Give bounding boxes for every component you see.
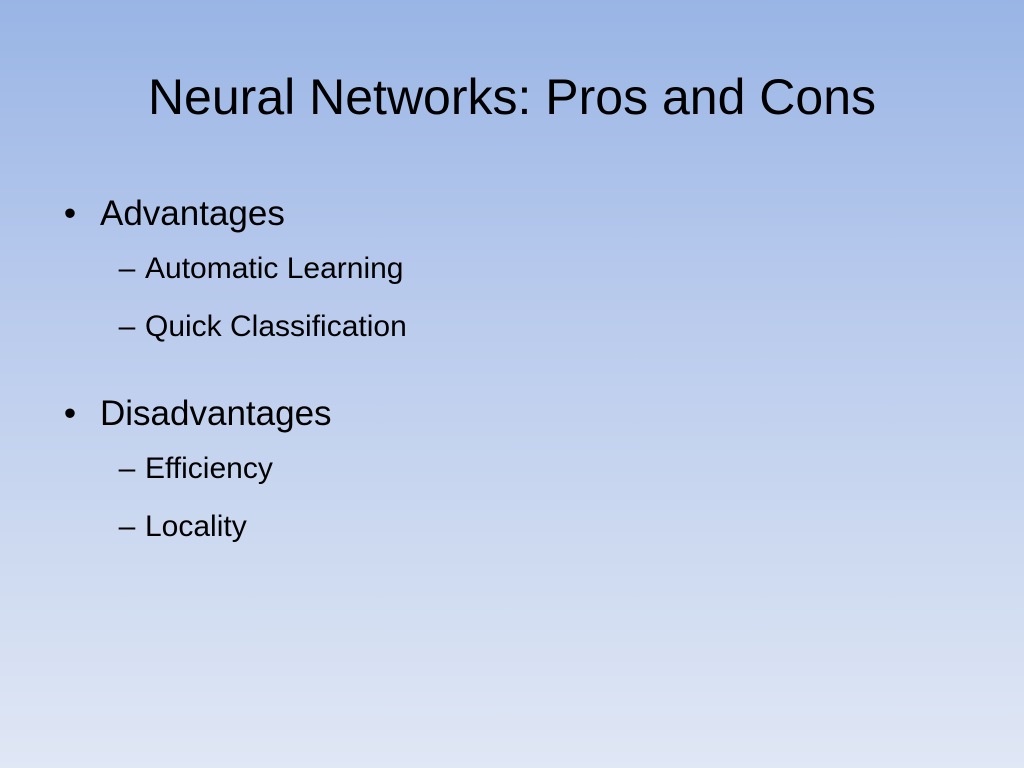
bullet-heading: Disadvantages bbox=[100, 394, 332, 433]
bullet-heading: Advantages bbox=[100, 194, 285, 233]
bullet-disadvantages: • Disadvantages bbox=[58, 388, 958, 440]
sub-bullet-text: Locality bbox=[145, 510, 247, 543]
bullet-dot-icon: • bbox=[63, 194, 77, 233]
dash-icon: – bbox=[118, 310, 136, 343]
sub-bullet-locality: – Locality bbox=[58, 498, 958, 556]
dash-icon: – bbox=[118, 510, 136, 543]
sub-bullet-automatic-learning: – Automatic Learning bbox=[58, 240, 958, 298]
bullet-advantages: • Advantages bbox=[58, 188, 958, 240]
slide-title: Neural Networks: Pros and Cons bbox=[147, 69, 877, 125]
dash-icon: – bbox=[118, 452, 136, 485]
bullet-group-advantages: • Advantages – Automatic Learning – Quic… bbox=[58, 188, 958, 356]
bullet-dot-icon: • bbox=[63, 394, 77, 433]
sub-bullet-quick-classification: – Quick Classification bbox=[58, 298, 958, 356]
sub-bullet-text: Automatic Learning bbox=[145, 252, 404, 285]
dash-icon: – bbox=[118, 252, 136, 285]
slide-content: • Advantages – Automatic Learning – Quic… bbox=[58, 188, 958, 588]
sub-bullet-efficiency: – Efficiency bbox=[58, 440, 958, 498]
sub-bullet-text: Quick Classification bbox=[145, 310, 407, 343]
sub-bullet-text: Efficiency bbox=[145, 452, 273, 485]
bullet-group-disadvantages: • Disadvantages – Efficiency – Locality bbox=[58, 388, 958, 556]
